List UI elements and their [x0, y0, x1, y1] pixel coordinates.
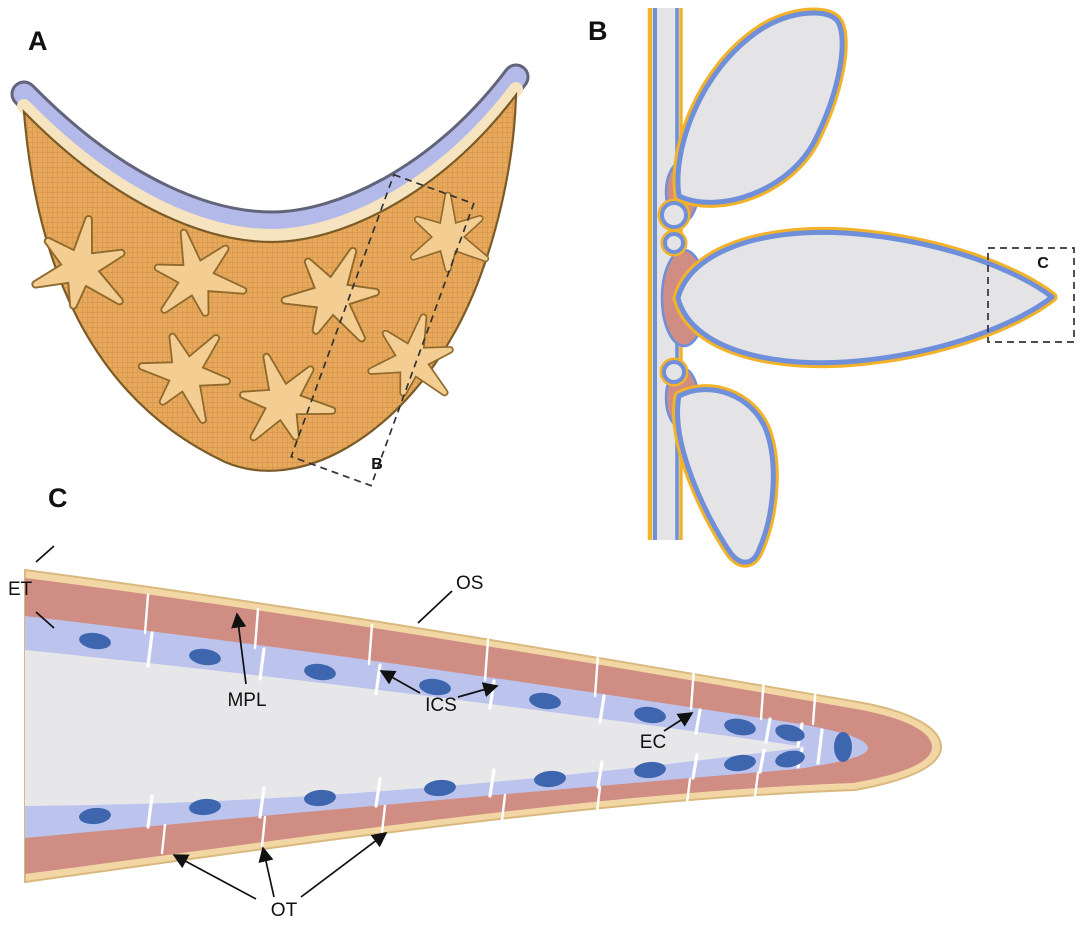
nucleus: [534, 770, 566, 788]
intercellular-spaces-bottom: [146, 747, 804, 829]
panel-c-annotations: ET OS MPL ICS EC OT: [8, 545, 694, 921]
nucleus: [529, 692, 561, 710]
nucleus: [724, 718, 756, 736]
panel-a: A B: [10, 26, 530, 487]
ot-arrow-middle: [258, 846, 275, 898]
petal-bottom: [678, 390, 774, 563]
nucleus: [189, 648, 221, 666]
shell-texture: [24, 95, 516, 471]
nucleus: [419, 678, 451, 696]
inset-label-c: C: [1037, 255, 1049, 272]
et-tick-upper: [35, 545, 55, 563]
os-pointer-line: [417, 590, 453, 624]
cuticle-cream-layer: [17, 82, 523, 244]
nucleus: [775, 724, 805, 742]
nucleus: [304, 663, 336, 681]
nucleus: [724, 754, 756, 772]
nucleus: [424, 779, 456, 797]
panel-b-letter: B: [588, 16, 608, 46]
label-os: OS: [456, 573, 483, 594]
nucleus: [634, 761, 666, 779]
ics-arrow-right: [457, 682, 499, 698]
et-tick-lower: [35, 611, 55, 629]
petal-inner-blue: [678, 232, 1052, 362]
cell-nuclei: [79, 632, 852, 825]
bulb: [663, 232, 685, 254]
ics-arrow-left: [379, 670, 421, 694]
ot-arrow-right: [300, 831, 388, 898]
label-ec: EC: [640, 732, 666, 753]
nucleus: [79, 807, 111, 825]
bulb: [662, 360, 686, 384]
cuticle-blue-layer: [13, 66, 527, 235]
stalk-bulbs: [657, 198, 691, 387]
ec-arrow: [663, 712, 694, 732]
mpl-arrow: [231, 612, 247, 685]
nucleus: [79, 632, 111, 650]
panel-a-letter: A: [28, 26, 48, 56]
outer-tissue-dividers-top: [143, 593, 818, 726]
label-et: ET: [8, 579, 33, 600]
panel-c: C: [8, 483, 943, 921]
label-mpl: MPL: [227, 690, 266, 711]
bulb: [660, 201, 688, 229]
lumen: [25, 650, 806, 806]
nucleus: [634, 706, 666, 724]
nucleus: [834, 732, 852, 762]
nucleus: [775, 750, 805, 768]
inset-label-b: B: [371, 456, 383, 473]
label-ics: ICS: [425, 695, 457, 716]
petal-middle: [678, 232, 1052, 362]
ot-arrow-left: [172, 854, 257, 900]
nucleus: [304, 789, 336, 807]
label-ot: OT: [271, 900, 298, 921]
nucleus: [189, 798, 221, 816]
inset-box-c: [987, 247, 1075, 343]
outer-tissue-dividers-bottom: [160, 771, 760, 855]
petal-top: [678, 13, 842, 202]
petal-inner-blue: [678, 390, 774, 563]
petal-inner-blue: [678, 13, 842, 202]
panel-c-letter: C: [48, 483, 68, 513]
panel-b: B: [588, 8, 1075, 563]
